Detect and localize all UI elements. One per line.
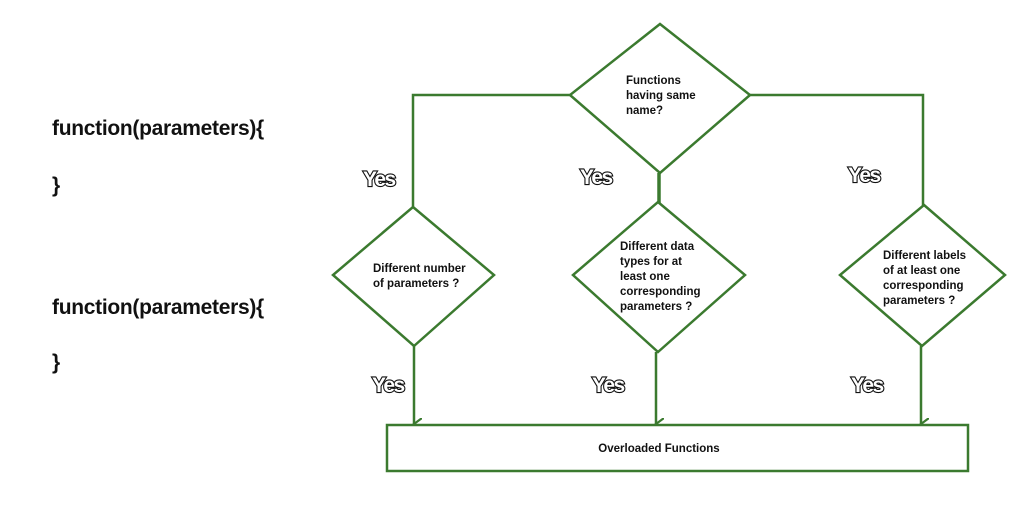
- decision-labels-text: Different labels of at least one corresp…: [883, 250, 969, 307]
- decision-datatypes-text: Different data types for at least one co…: [620, 241, 704, 313]
- yes-label-right-top: Yes: [848, 164, 881, 187]
- yes-label-middle-top: Yes: [580, 166, 613, 189]
- edge-root-left: [411, 93, 570, 208]
- decision-data-types: [571, 200, 747, 354]
- code-snippet-1-close: }: [52, 174, 60, 197]
- decision-number-of-params: [331, 205, 496, 348]
- decision-root: [568, 22, 752, 175]
- result-text: Overloaded Functions: [598, 443, 719, 455]
- yes-label-right-bottom: Yes: [851, 374, 884, 397]
- code-snippet-2-close: }: [52, 351, 60, 374]
- decision-labels: [838, 203, 1007, 348]
- decision-number-text: Different number of parameters ?: [373, 263, 469, 290]
- yes-label-left-bottom: Yes: [372, 374, 405, 397]
- yes-label-left-top: Yes: [363, 168, 396, 191]
- yes-label-middle-bottom: Yes: [592, 374, 625, 397]
- root-text: Functions having same name?: [626, 75, 699, 117]
- code-snippet-1-open: function(parameters){: [52, 117, 264, 140]
- result-box: [385, 423, 970, 473]
- code-snippet-2-open: function(parameters){: [52, 296, 264, 319]
- edge-root-right: [750, 93, 925, 208]
